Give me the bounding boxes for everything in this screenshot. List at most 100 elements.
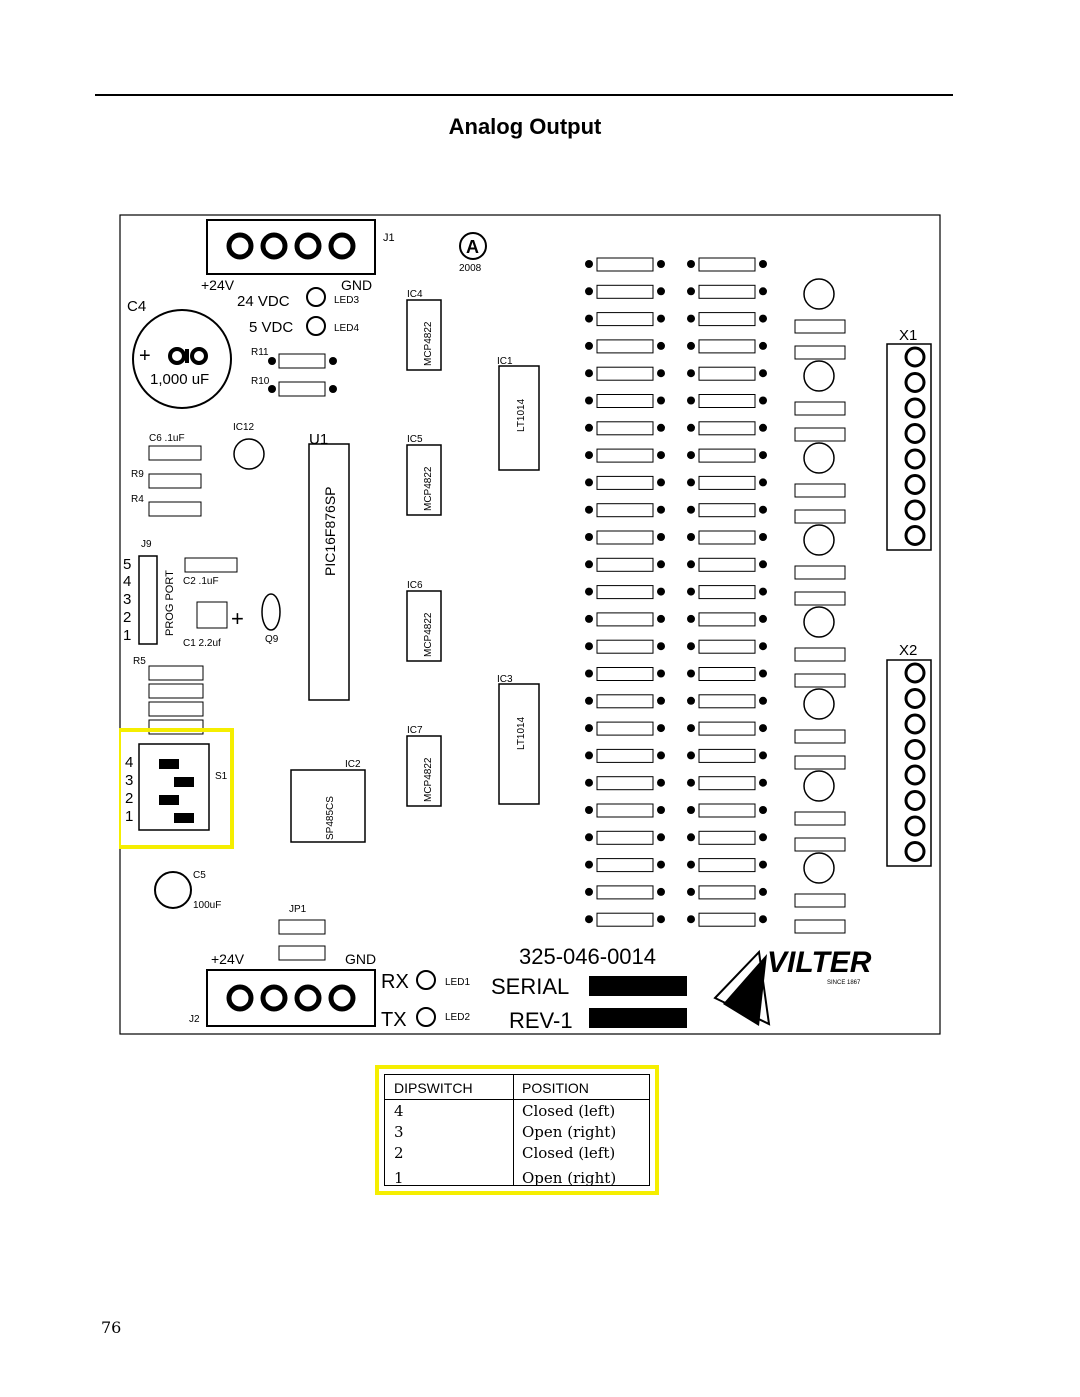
resistor-body — [698, 585, 756, 600]
resistor-pad — [585, 533, 593, 541]
terminal-screw-icon — [904, 739, 926, 760]
dipswitch-table: DIPSWITCH POSITION 4 Closed (left) 3 Ope… — [375, 1065, 659, 1195]
resistor-pad — [585, 642, 593, 651]
svg-text:IC5: IC5 — [407, 434, 423, 445]
resistor-body — [698, 667, 756, 681]
c6-r9-r4: C6 .1uF R9 R4 — [131, 433, 202, 517]
serial-block — [589, 976, 687, 996]
resistor-pad — [759, 260, 767, 268]
resistor-pad — [687, 587, 695, 596]
ic7-chip: IC7 MCP4822 — [406, 725, 442, 807]
led4-icon — [306, 316, 326, 336]
resistor-pad — [585, 751, 593, 760]
svg-text:R4: R4 — [131, 494, 144, 505]
resistor-pad — [657, 751, 665, 760]
resistor-pad — [687, 778, 695, 787]
vilter-logo-icon: VILTER SINCE 1867 — [713, 946, 872, 1026]
jp1-label: JP1 — [289, 904, 307, 915]
x1-terminal-block — [886, 343, 932, 551]
svg-text:2: 2 — [125, 790, 133, 807]
transistor-icon — [803, 688, 835, 720]
vdc5-label: 5 VDC — [249, 319, 293, 336]
table-row: 3 Open (right) — [394, 1123, 617, 1141]
resistor-body — [698, 694, 756, 709]
svg-text:LT1014: LT1014 — [516, 398, 527, 432]
resistor-pad — [585, 560, 593, 569]
resistor-body — [794, 647, 846, 662]
resistor-body — [698, 312, 756, 327]
resistor-pad — [585, 451, 593, 460]
resistor-body — [596, 475, 654, 490]
resistor-body — [794, 729, 846, 744]
ic12-icon — [233, 438, 265, 470]
resistor-pad — [687, 915, 695, 924]
resistor-pad — [759, 505, 767, 514]
led1-icon — [416, 970, 436, 990]
svg-text:+: + — [139, 345, 151, 367]
resistor-pad — [585, 341, 593, 350]
resistor-pad — [687, 314, 695, 323]
resistor-body — [698, 257, 756, 272]
svg-text:C1 2.2uf: C1 2.2uf — [183, 638, 221, 649]
resistor-body — [596, 694, 654, 709]
header-rule — [95, 94, 953, 96]
resistor-pad — [657, 451, 665, 460]
resistor-pad — [657, 587, 665, 596]
resistor-pad — [687, 533, 695, 541]
resistor-pad — [759, 669, 767, 678]
terminal-screw-icon — [904, 423, 926, 444]
resistor-pad — [585, 260, 593, 268]
resistor-body — [596, 721, 654, 736]
resistor-pad — [657, 915, 665, 924]
resistor-body — [698, 885, 756, 900]
resistor-pad — [585, 396, 593, 405]
resistor-body — [698, 557, 756, 572]
resistor-body — [596, 612, 654, 627]
terminal-screw-icon — [904, 764, 926, 786]
resistor-pad — [657, 369, 665, 378]
terminal-block-outline — [886, 659, 932, 867]
resistor-body — [698, 612, 756, 627]
svg-text:MCP4822: MCP4822 — [423, 466, 434, 511]
resistor-pad — [759, 287, 767, 296]
resistor-column-b — [687, 257, 767, 927]
resistor-body — [698, 748, 756, 763]
resistor-body — [596, 503, 654, 518]
resistor-pad — [759, 614, 767, 623]
resistor-pad — [585, 806, 593, 814]
resistor-pad — [657, 696, 665, 705]
resistor-pad — [657, 724, 665, 733]
plus24-top-label: +24V — [201, 277, 235, 293]
x1-label: X1 — [899, 327, 917, 344]
resistor-body — [698, 366, 756, 381]
resistor-pad — [759, 314, 767, 323]
led2-icon — [416, 1007, 436, 1027]
svg-text:4: 4 — [125, 754, 133, 771]
resistor-body — [596, 557, 654, 572]
c5-value-label: 100uF — [193, 900, 221, 911]
terminal-screw-icon — [904, 474, 926, 495]
resistor-pad — [759, 806, 767, 814]
terminal-screw-icon — [904, 688, 926, 709]
svg-text:R10: R10 — [251, 376, 270, 387]
resistor-pad — [687, 287, 695, 296]
page-number: 76 — [101, 1318, 122, 1337]
resistor-pad — [687, 396, 695, 405]
resistor-pad — [687, 260, 695, 268]
resistor-pad — [585, 423, 593, 432]
resistor-body — [698, 912, 756, 927]
svg-text:IC4: IC4 — [407, 289, 423, 300]
resistor-pad — [585, 887, 593, 896]
resistor-pad — [657, 314, 665, 323]
svg-text:+: + — [231, 606, 244, 631]
svg-text:MCP4822: MCP4822 — [423, 612, 434, 657]
svg-text:1: 1 — [123, 627, 131, 644]
resistor-body — [596, 421, 654, 436]
brand-sub-label: SINCE 1867 — [827, 980, 861, 986]
svg-text:SP485CS: SP485CS — [325, 796, 336, 840]
resistor-body — [596, 667, 654, 681]
resistor-pad — [759, 915, 767, 924]
brand-label: VILTER — [767, 946, 872, 979]
resistor-pad — [585, 369, 593, 378]
svg-text:IC1: IC1 — [497, 356, 513, 367]
